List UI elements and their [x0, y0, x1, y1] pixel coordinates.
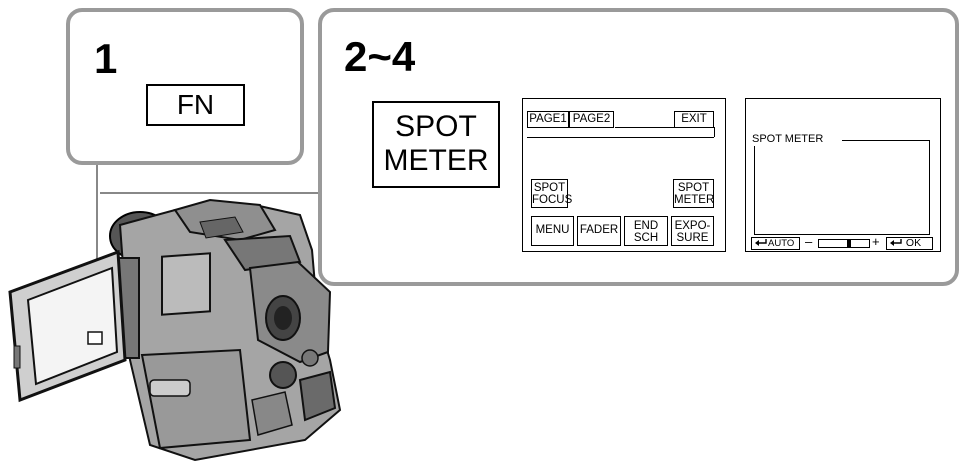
tab-page2[interactable]: PAGE2: [569, 111, 614, 128]
auto-button[interactable]: AUTO: [751, 237, 800, 250]
tab-page1[interactable]: PAGE1: [527, 111, 569, 128]
rear-button: [301, 349, 319, 367]
exposure-line1: EXPO-: [674, 220, 711, 232]
end-search-button[interactable]: END SCH: [624, 216, 668, 246]
step-number: 2~4: [344, 33, 416, 80]
exposure-line2: SURE: [676, 232, 709, 244]
spot-meter-menu-line1: SPOT: [677, 182, 710, 194]
camera-side-panel: [161, 252, 211, 316]
exposure-button[interactable]: EXPO- SURE: [671, 216, 714, 246]
microphone-grille: [199, 216, 244, 239]
tab-side-line: [714, 127, 715, 137]
spot-meter-line2: METER: [383, 144, 489, 177]
minus-sign: –: [805, 234, 813, 249]
cassette-latch: [149, 379, 191, 397]
step24-panel: 2~4 SPOT METER PAGE1 PAGE2 EXIT SPOT FOC…: [318, 8, 959, 286]
spot-focus-line1: SPOT: [533, 182, 566, 194]
spot-focus-line2: FOCUS: [532, 194, 573, 206]
exit-button[interactable]: EXIT: [674, 111, 714, 128]
end-search-line1: END: [633, 220, 659, 232]
tab-underline: [527, 137, 714, 138]
step-number: 1: [94, 35, 118, 82]
spot-meter-line1: SPOT: [395, 110, 477, 143]
spot-meter-screen: SPOT METER AUTO – + OK: [745, 98, 941, 252]
power-switch: [298, 370, 337, 422]
lcd-side-buttons: [13, 345, 21, 369]
fn-button[interactable]: FN: [146, 84, 245, 126]
spot-meter-frame-top: [842, 140, 930, 141]
exposure-slider[interactable]: [818, 239, 870, 248]
spot-meter-menu-line2: METER: [674, 194, 715, 206]
accessory-shoe: [223, 234, 302, 272]
fader-button[interactable]: FADER: [577, 216, 621, 246]
return-arrow-icon: [755, 239, 767, 246]
zoom-control: [269, 361, 297, 389]
lcd-fn-button: [87, 331, 103, 345]
ok-label: OK: [905, 237, 922, 249]
spot-meter-title: SPOT METER: [752, 133, 826, 146]
tab-divider: [615, 127, 714, 128]
function-menu-screen: PAGE1 PAGE2 EXIT SPOT FOCUS SPOT METER M…: [522, 98, 726, 252]
slider-knob[interactable]: [846, 240, 851, 247]
spot-meter-menu-button[interactable]: SPOT METER: [673, 179, 714, 208]
menu-button[interactable]: MENU: [531, 216, 574, 246]
step1-panel: 1 FN: [66, 8, 304, 165]
ok-button[interactable]: OK: [886, 237, 933, 250]
spot-meter-button[interactable]: SPOT METER: [372, 101, 500, 188]
spot-focus-button[interactable]: SPOT FOCUS: [531, 179, 573, 208]
cassette-compartment: [140, 348, 252, 450]
end-search-line2: SCH: [633, 232, 659, 244]
spot-meter-frame: [754, 140, 930, 235]
lcd-screen: [26, 266, 119, 386]
auto-label: AUTO: [768, 238, 795, 249]
plus-sign: +: [872, 234, 880, 249]
return-arrow-icon: [890, 239, 902, 246]
mode-dial: [251, 391, 293, 436]
